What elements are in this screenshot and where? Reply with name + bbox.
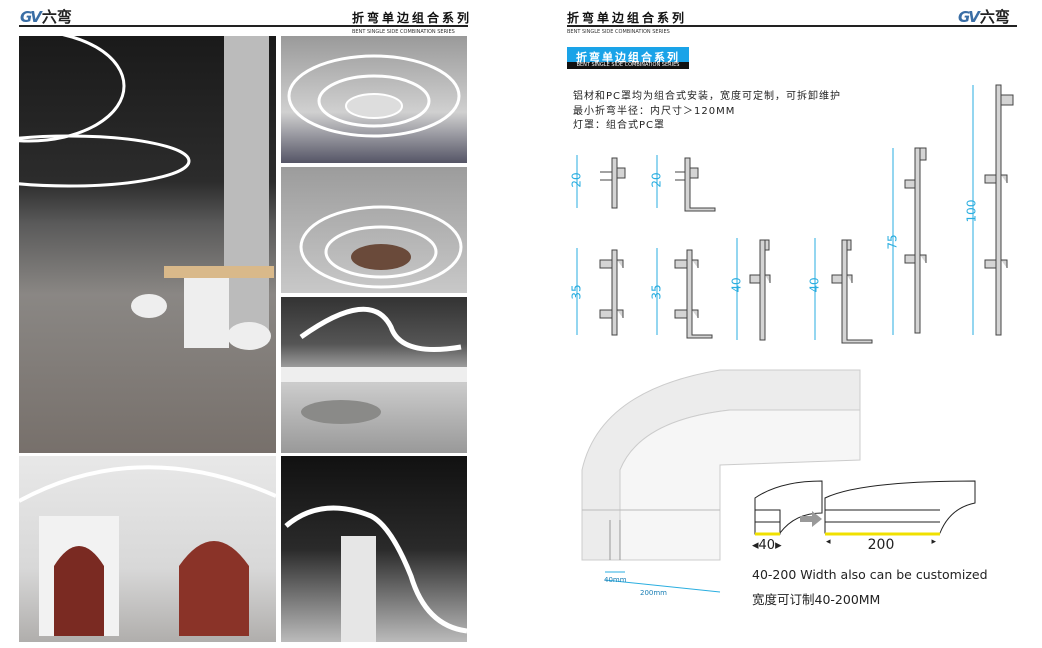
render-length-label: 200mm bbox=[640, 589, 667, 597]
photo-office-circular-lights bbox=[19, 36, 276, 453]
header-divider bbox=[19, 25, 468, 27]
logo-mark: GV bbox=[20, 7, 42, 26]
small-width-value: 40 bbox=[758, 538, 776, 553]
series-banner: 折弯单边组合系列 BENT SINGLE SIDE COMBINATION SE… bbox=[567, 47, 689, 69]
dimension-label: 20 bbox=[569, 172, 584, 188]
profile-drawings bbox=[576, 84, 1014, 344]
page-subtitle-right: BENT SINGLE SIDE COMBINATION SERIES bbox=[567, 29, 670, 35]
dimension-label: 35 bbox=[649, 284, 664, 300]
caption-en: 40-200 Width also can be customized bbox=[752, 567, 988, 582]
page-subtitle: BENT SINGLE SIDE COMBINATION SERIES bbox=[352, 29, 455, 35]
description-line: 灯罩：组合式PC罩 bbox=[573, 120, 666, 131]
bent-profile-render bbox=[581, 369, 861, 593]
dimension-label: 20 bbox=[649, 172, 664, 188]
diagram-large-label: ◂200▸ bbox=[826, 537, 936, 553]
description-line: 最小折弯半径：内尺寸＞120MM bbox=[573, 105, 736, 117]
width-diagram bbox=[754, 480, 976, 536]
logo-mark: GV bbox=[958, 7, 980, 26]
dimension-label: 40 bbox=[807, 277, 822, 293]
photo-open-office-curved-light bbox=[281, 297, 467, 453]
page-title: 折弯单边组合系列 bbox=[352, 11, 473, 25]
header-divider-right bbox=[567, 25, 1017, 27]
description: 铝材和PC罩均为组合式安装，宽度可定制，可拆卸维护 最小折弯半径：内尺寸＞120… bbox=[573, 90, 841, 134]
dimension-label: 75 bbox=[885, 234, 900, 250]
dimension-label: 100 bbox=[964, 199, 979, 223]
large-width-value: 200 bbox=[867, 537, 895, 553]
render-width-label: 40mm bbox=[604, 576, 627, 584]
logo-text: 六弯 bbox=[979, 8, 1010, 26]
banner-subtitle: BENT SINGLE SIDE COMBINATION SERIES bbox=[567, 62, 689, 69]
photo-arch-lounge bbox=[19, 456, 276, 642]
description-line: 铝材和PC罩均为组合式安装，宽度可定制，可拆卸维护 bbox=[573, 91, 842, 102]
banner-title: 折弯单边组合系列 bbox=[567, 47, 689, 64]
dimension-label: 35 bbox=[569, 284, 584, 300]
caption-cn: 宽度可订制40-200MM bbox=[752, 592, 881, 607]
dimension-label: 40 bbox=[729, 277, 744, 293]
page-title-right: 折弯单边组合系列 bbox=[567, 11, 688, 25]
photo-ceiling-ring-lights bbox=[281, 36, 467, 163]
diagram-small-label: ◂40▸ bbox=[752, 538, 782, 553]
logo-text: 六弯 bbox=[41, 8, 72, 26]
photo-ceiling-oval-rings bbox=[281, 167, 467, 293]
photo-curved-ceiling-light bbox=[281, 456, 467, 642]
